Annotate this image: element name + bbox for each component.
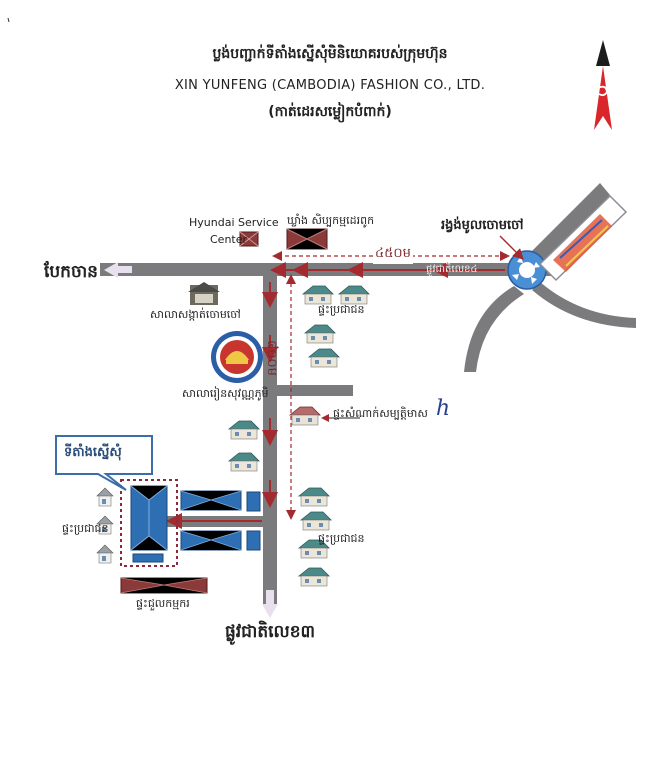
roundabout-arrows-icon [507,250,547,290]
house-icon [300,511,332,531]
house-icon [298,567,330,587]
road-4-label: ផ្លូវជាតិលេខ៤ [426,264,478,275]
houses-label-1: ផ្ទះប្រជាជន [318,303,365,316]
billboard [538,194,628,282]
road-3-label: ផ្លូវជាតិលេខ៣ [225,622,316,642]
distance-450-label: ៤៥០ម [373,245,413,264]
north-arrow-icon [594,40,612,130]
private-house-icon [289,406,321,426]
south-arrow [262,604,278,618]
south-road [263,276,277,606]
houses-label-2: ផ្ទះប្រជាជន [62,522,109,535]
subtitle-khmer: (កាត់ដេរសម្លៀកបំពាក់) [268,104,392,120]
house-icon [302,285,334,305]
site-callout [55,435,153,491]
commune-hall-label: សាលាសង្កាត់ចោមចៅ [150,308,241,321]
hyundai-label-1: Hyundai Service [189,216,279,229]
house-icon [96,487,114,507]
road-southeast [532,282,636,328]
road-southwest [464,286,524,372]
roundabout-label: រង្វង់មូលចោមចៅ [441,218,524,233]
house-icon [338,285,370,305]
side-lane [277,385,353,396]
house-icon [304,324,336,344]
worker-housing-label: ផ្ទះជួលកម្មករ [136,597,190,610]
site-boundary [120,479,178,567]
house-icon [298,487,330,507]
title-english: XIN YUNFENG (CAMBODIA) FASHION CO., LTD. [174,78,486,93]
signature-mark: ℎ [436,396,451,421]
title-khmer: ប្លង់បញ្ជាក់ទីតាំងស្នើសុំមិនិយោគរបស់ក្រុ… [212,46,448,62]
hyundai-label-2: Center [210,233,248,246]
site-callout-label: ទីតាំងស្នើសុំ [64,445,122,460]
house-icon [96,544,114,564]
school-label: សាលារៀនសុវណ្ណភូមិ [182,387,269,400]
house-icon [228,452,260,472]
private-house-label: ផ្ទះសំណាក់សម្បត្តិមាស [333,407,428,420]
warehouse-label: ឃ្លាំង សិប្បកម្មដេរពូក [287,214,375,227]
commune-hall-icon [188,282,220,305]
road-northeast [528,183,610,267]
school-emblem-icon [211,331,263,383]
west-arrow [104,262,118,278]
distance-800-label: ៨០០ម [264,340,279,376]
corner-mark [7,17,10,23]
west-destination-label: បែកចាន [44,262,98,282]
houses-label-3: ផ្ទះប្រជាជន [318,532,365,545]
house-icon [308,348,340,368]
roundabout-pointer [499,235,524,260]
house-icon [228,420,260,440]
